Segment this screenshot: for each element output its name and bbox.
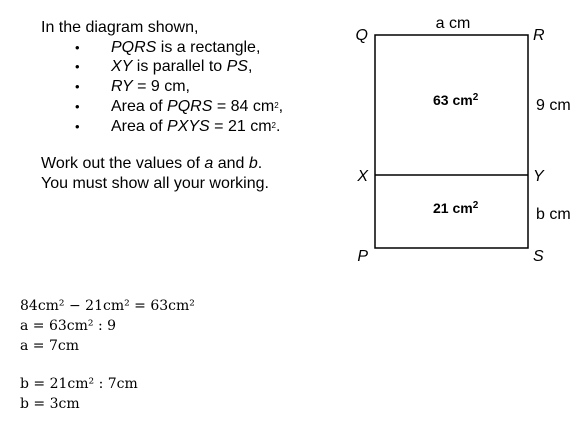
- rectangle-diagram: Q R X Y P S a cm 9 cm b cm 63 cm2 21 cm2: [356, 15, 571, 265]
- vertex-label-q: Q: [356, 27, 368, 44]
- condition-text: = 84 cm: [212, 97, 275, 115]
- condition-item: Area of PXYS = 21 cm2.: [41, 117, 341, 137]
- instruction-text: .: [257, 155, 263, 173]
- superscript: 2: [271, 120, 276, 130]
- condition-list: PQRS is a rectangle, XY is parallel to P…: [41, 38, 341, 137]
- vertex-label-r: R: [533, 27, 545, 44]
- working-line: b = 3cm: [20, 396, 80, 412]
- instruction-line-1: Work out the values of a and b.: [41, 154, 341, 174]
- question-intro: In the diagram shown,: [41, 19, 199, 36]
- working-line: a = 7cm: [20, 338, 80, 354]
- working-line: a = 63cm² : 9: [20, 318, 117, 334]
- condition-item: RY = 9 cm,: [41, 77, 341, 97]
- superscript: 2: [274, 100, 279, 110]
- instruction-text: Work out the values of: [41, 155, 205, 173]
- condition-text: = 9 cm,: [132, 78, 190, 96]
- condition-text: = 21 cm: [209, 117, 272, 135]
- math-term: XY: [111, 58, 133, 76]
- condition-text: ,: [247, 58, 253, 76]
- condition-item: PQRS is a rectangle,: [41, 38, 341, 58]
- working-line: b = 21cm² : 7cm: [20, 376, 138, 392]
- math-term: PQRS: [167, 97, 213, 115]
- condition-text: is parallel to: [132, 58, 227, 76]
- area-label-top: 63 cm2: [433, 92, 479, 108]
- question-text: In the diagram shown, PQRS is a rectangl…: [41, 18, 341, 194]
- condition-text: is a rectangle,: [156, 38, 261, 56]
- vertex-label-x: X: [356, 168, 369, 185]
- rectangle-pqrs: [374, 34, 529, 249]
- instruction-text: and: [213, 155, 249, 173]
- working-line: 84cm² − 21cm² = 63cm²: [20, 298, 195, 314]
- math-term: PXYS: [167, 117, 210, 135]
- condition-item: Area of PQRS = 84 cm2,: [41, 97, 341, 117]
- condition-text: Area of: [111, 117, 168, 135]
- vertex-label-s: S: [533, 248, 544, 265]
- math-term: a: [204, 155, 214, 173]
- condition-item: XY is parallel to PS,: [41, 57, 341, 77]
- vertex-label-p: P: [357, 248, 368, 265]
- math-term: b: [248, 155, 258, 173]
- instruction-line-2: You must show all your working.: [41, 174, 269, 192]
- side-label-a: a cm: [436, 15, 471, 32]
- side-label-ry: 9 cm: [536, 97, 571, 114]
- math-term: RY: [111, 78, 133, 96]
- math-term: PS: [226, 58, 248, 76]
- area-label-bottom: 21 cm2: [433, 200, 479, 216]
- condition-text: Area of: [111, 97, 168, 115]
- condition-text: .: [275, 117, 281, 135]
- vertex-label-y: Y: [533, 168, 545, 185]
- working-solution: 84cm² − 21cm² = 63cm² a = 63cm² : 9 a = …: [20, 296, 195, 414]
- side-label-b: b cm: [536, 206, 571, 223]
- condition-text: ,: [278, 97, 284, 115]
- math-term: PQRS: [111, 38, 157, 56]
